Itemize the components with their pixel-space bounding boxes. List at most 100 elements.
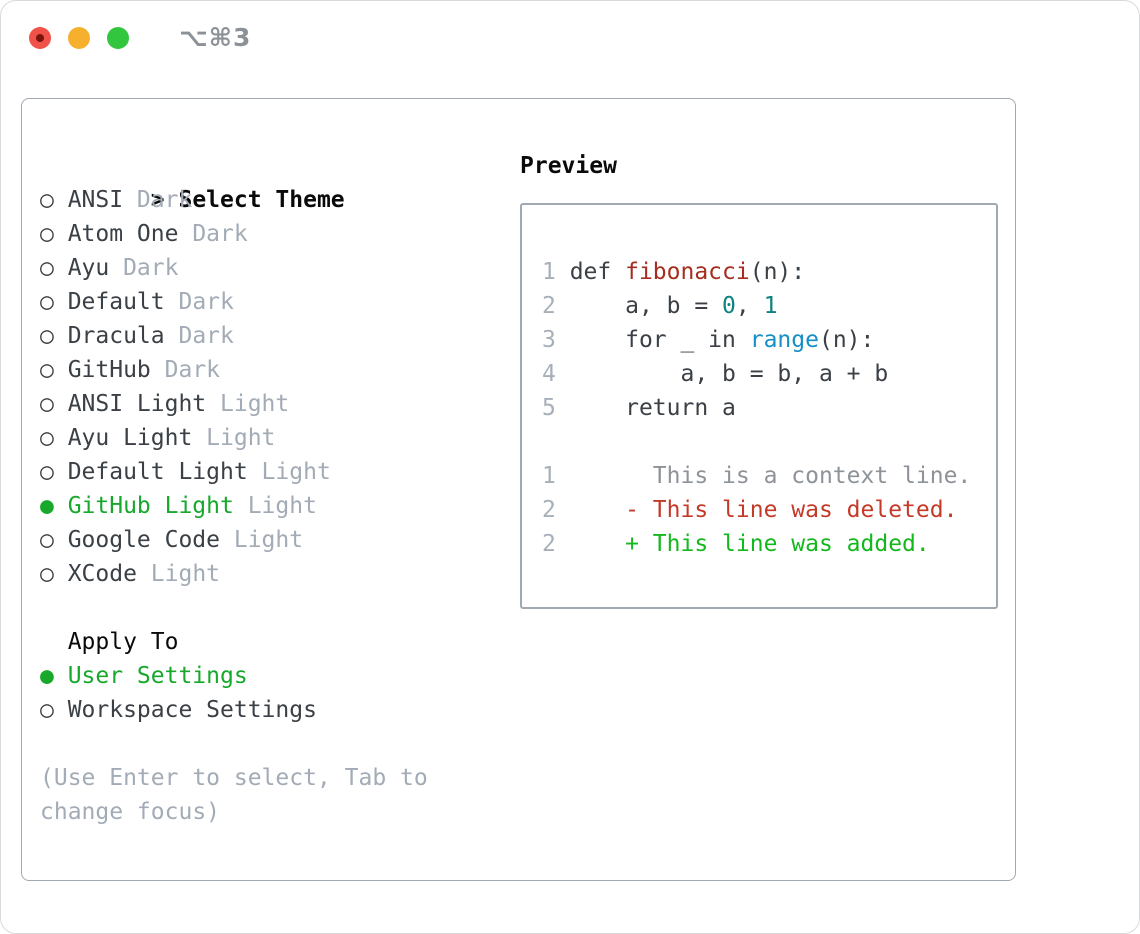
diff-added-line: 2 + This line was added. bbox=[542, 527, 996, 561]
radio-icon: ○ bbox=[40, 323, 54, 349]
option-variant: Dark bbox=[178, 221, 248, 247]
theme-option-default-light[interactable]: ○ Default Light Light bbox=[40, 455, 500, 489]
apply-option-user-settings[interactable]: ● User Settings bbox=[40, 659, 500, 693]
apply-option-workspace-settings[interactable]: ○ Workspace Settings bbox=[40, 693, 500, 727]
radio-icon: ○ bbox=[40, 289, 54, 315]
code-token: range bbox=[749, 327, 819, 353]
radio-icon: ○ bbox=[40, 425, 54, 451]
theme-list: ○ANSI Dark○Atom One Dark○Ayu Dark○Defaul… bbox=[40, 183, 500, 591]
zoom-button[interactable] bbox=[107, 27, 129, 49]
option-label: Atom One bbox=[67, 221, 179, 247]
option-label: Default bbox=[67, 289, 165, 315]
theme-option-ayu[interactable]: ○ Ayu Dark bbox=[40, 251, 500, 285]
radio-selected-icon: ● bbox=[40, 663, 54, 689]
apply-to-list: ● User Settings ○ Workspace Settings bbox=[40, 659, 500, 727]
preview-title: Preview bbox=[520, 153, 617, 179]
option-variant: Dark bbox=[164, 289, 234, 315]
select-theme-label: Select Theme bbox=[178, 187, 345, 213]
code-token: for _ in bbox=[569, 327, 750, 353]
option-label: Default Light bbox=[67, 459, 248, 485]
option-label: Dracula bbox=[67, 323, 165, 349]
theme-option-github-light[interactable]: ● GitHub Light Light bbox=[40, 489, 500, 523]
radio-icon: ○ bbox=[40, 697, 54, 723]
code-token: return a bbox=[569, 395, 736, 421]
option-label: XCode bbox=[67, 561, 137, 587]
theme-column: >Select Theme ○ANSI Dark○Atom One Dark○A… bbox=[40, 149, 500, 828]
line-number: 3 bbox=[542, 327, 570, 353]
blank-line bbox=[542, 425, 996, 459]
close-button[interactable] bbox=[29, 27, 51, 49]
option-variant: Light bbox=[220, 527, 304, 553]
option-label: Ayu bbox=[67, 255, 110, 281]
traffic-lights bbox=[29, 27, 129, 49]
option-label: Workspace Settings bbox=[67, 697, 317, 723]
line-number: 2 bbox=[542, 293, 570, 319]
code-line-1: 1 def fibonacci(n): bbox=[542, 255, 996, 289]
theme-option-xcode[interactable]: ○XCode Light bbox=[40, 557, 500, 591]
code-token: This is a context line. bbox=[555, 463, 972, 489]
code-token: a, b = b, a + b bbox=[569, 361, 889, 387]
code-token: a, b = bbox=[569, 293, 723, 319]
window-title: ⌥⌘3 bbox=[179, 23, 252, 52]
titlebar: ⌥⌘3 bbox=[1, 1, 1139, 98]
code-token: + This line was added. bbox=[555, 531, 930, 557]
theme-option-google-code[interactable]: ○Google Code Light bbox=[40, 523, 500, 557]
theme-option-atom-one[interactable]: ○ Atom One Dark bbox=[40, 217, 500, 251]
option-label: Ayu Light bbox=[67, 425, 193, 451]
diff-deleted-line: 2 - This line was deleted. bbox=[542, 493, 996, 527]
option-label: GitHub Light bbox=[67, 493, 234, 519]
radio-icon: ○ bbox=[40, 255, 54, 281]
theme-panel: >Select Theme ○ANSI Dark○Atom One Dark○A… bbox=[21, 98, 1016, 881]
option-label: User Settings bbox=[67, 663, 248, 689]
theme-option-ansi[interactable]: ○ANSI Dark bbox=[40, 183, 500, 217]
code-token: (n): bbox=[749, 259, 806, 285]
preview-column: Preview 1 def fibonacci(n):2 a, b = 0, 1… bbox=[520, 149, 998, 828]
option-label: ANSI Light bbox=[67, 391, 207, 417]
radio-icon: ○ bbox=[40, 527, 54, 553]
radio-icon: ○ bbox=[40, 221, 54, 247]
radio-icon: ○ bbox=[40, 561, 54, 587]
code-token: (n): bbox=[818, 327, 875, 353]
code-token: 1 bbox=[763, 293, 778, 319]
code-token: , bbox=[735, 293, 764, 319]
theme-option-ansi-light[interactable]: ○ ANSI Light Light bbox=[40, 387, 500, 421]
option-variant: Dark bbox=[164, 323, 234, 349]
line-number: 1 bbox=[542, 463, 556, 489]
radio-selected-icon: ● bbox=[40, 493, 54, 519]
line-number: 4 bbox=[542, 361, 570, 387]
code-line-2: 2 a, b = 0, 1 bbox=[542, 289, 996, 323]
hint-text: (Use Enter to select, Tab to change focu… bbox=[40, 765, 428, 825]
apply-to-header: Apply To bbox=[67, 629, 179, 655]
code-line-5: 5 return a bbox=[542, 391, 996, 425]
theme-option-ayu-light[interactable]: ○ Ayu Light Light bbox=[40, 421, 500, 455]
option-variant: Light bbox=[206, 391, 290, 417]
diff-context-line: 1 This is a context line. bbox=[542, 459, 996, 493]
option-variant: Light bbox=[233, 493, 317, 519]
line-number: 2 bbox=[542, 497, 556, 523]
line-number: 1 bbox=[542, 259, 570, 285]
option-variant: Dark bbox=[123, 187, 193, 213]
code-line-3: 3 for _ in range(n): bbox=[542, 323, 996, 357]
code-line-4: 4 a, b = b, a + b bbox=[542, 357, 996, 391]
prompt-icon: > bbox=[150, 187, 165, 213]
theme-option-github[interactable]: ○GitHub Dark bbox=[40, 353, 500, 387]
minimize-button[interactable] bbox=[68, 27, 90, 49]
line-number: 5 bbox=[542, 395, 570, 421]
code-token: fibonacci bbox=[625, 259, 750, 285]
select-theme-header: > Select Theme bbox=[40, 149, 500, 213]
radio-icon: ○ bbox=[40, 357, 54, 383]
option-label: ANSI bbox=[67, 187, 124, 213]
code-token: - This line was deleted. bbox=[555, 497, 958, 523]
code-token: def bbox=[569, 259, 626, 285]
option-variant: Dark bbox=[109, 255, 179, 281]
line-number: 2 bbox=[542, 531, 556, 557]
option-variant: Light bbox=[247, 459, 331, 485]
radio-icon: ○ bbox=[40, 459, 54, 485]
theme-option-default[interactable]: ○ Default Dark bbox=[40, 285, 500, 319]
option-label: GitHub bbox=[67, 357, 151, 383]
radio-icon: ○ bbox=[40, 391, 54, 417]
option-variant: Light bbox=[192, 425, 276, 451]
theme-option-dracula[interactable]: ○ Dracula Dark bbox=[40, 319, 500, 353]
